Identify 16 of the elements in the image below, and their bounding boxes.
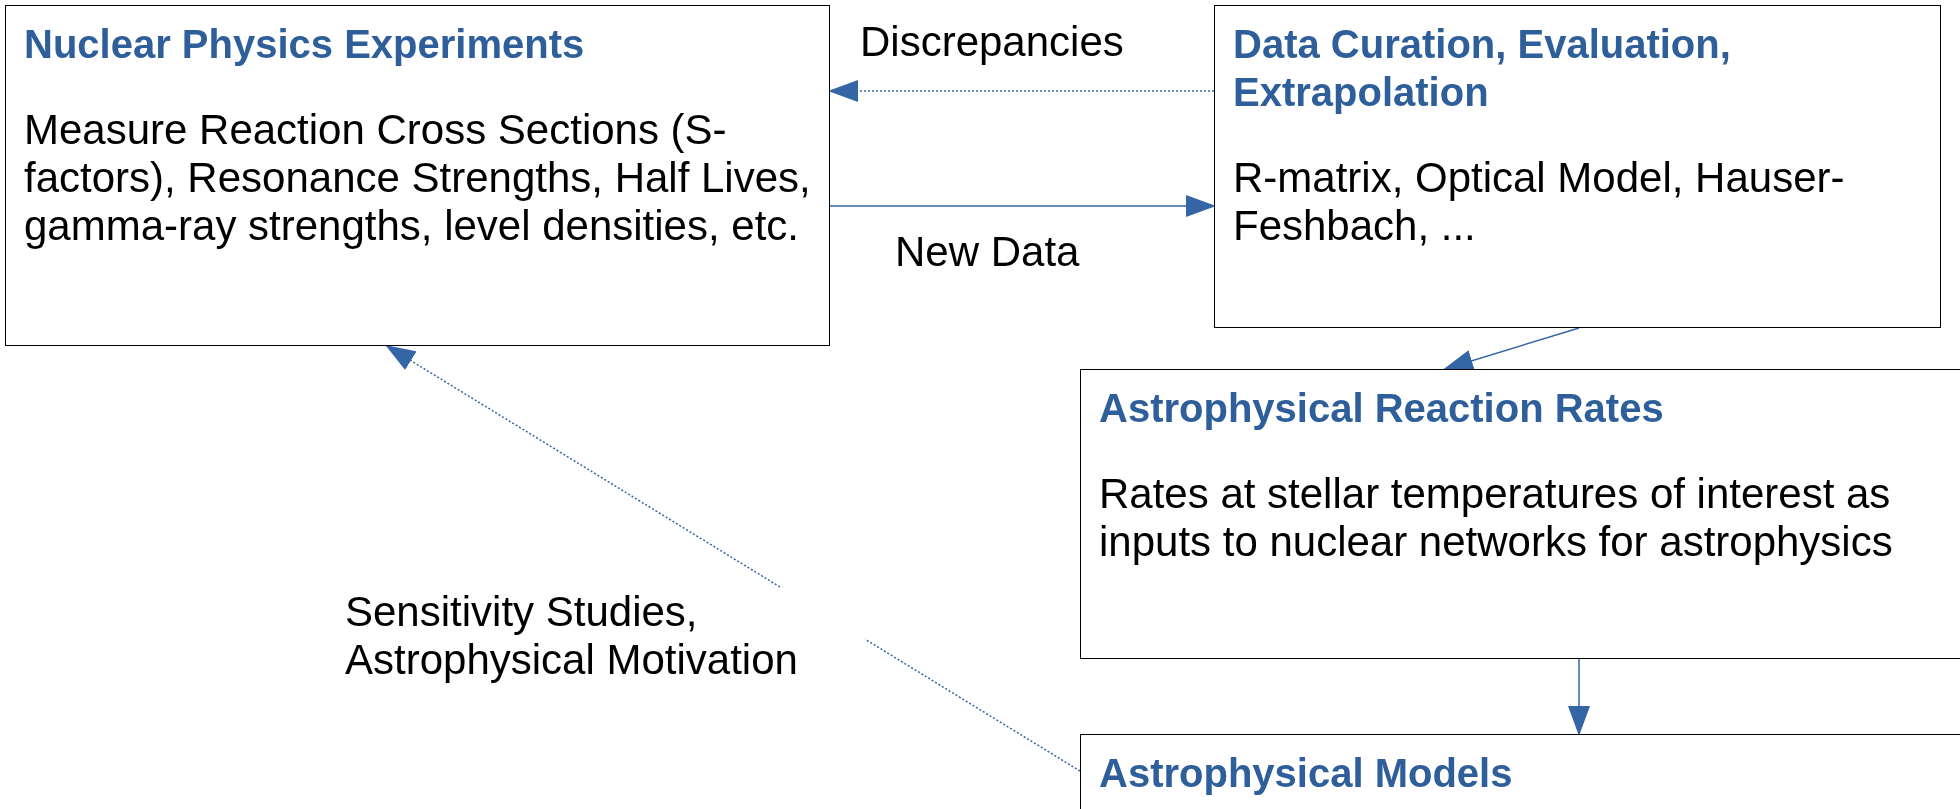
process-box xyxy=(1214,5,1941,328)
box-body: Measure Reaction Cross Sections (S-factors), Resonance Strengths, Half Lives, gamma-ray strengths, level densities, etc. xyxy=(24,106,812,250)
box-heading: Data Curation, Evaluation, Extrapolation xyxy=(1233,21,1732,116)
arrow xyxy=(385,344,1081,772)
box-heading: Astrophysical Reaction Rates xyxy=(1099,385,1665,432)
box-body: R-matrix, Optical Model, Hauser-Feshbach, ... xyxy=(1233,154,1846,250)
box-body: Rates at stellar temperatures of interest as inputs to nuclear networks for astrophysics xyxy=(1099,470,1894,566)
box-heading: Nuclear Physics Experiments xyxy=(24,21,586,68)
process-box xyxy=(1080,369,1960,659)
arrow xyxy=(1568,658,1590,736)
arrow xyxy=(829,195,1216,217)
edge-label: Sensitivity Studies, Astrophysical Motivation xyxy=(345,588,865,684)
process-box xyxy=(1080,734,1960,809)
box-heading: Astrophysical Models xyxy=(1099,750,1514,797)
process-box xyxy=(5,5,830,346)
arrow xyxy=(828,80,1215,102)
